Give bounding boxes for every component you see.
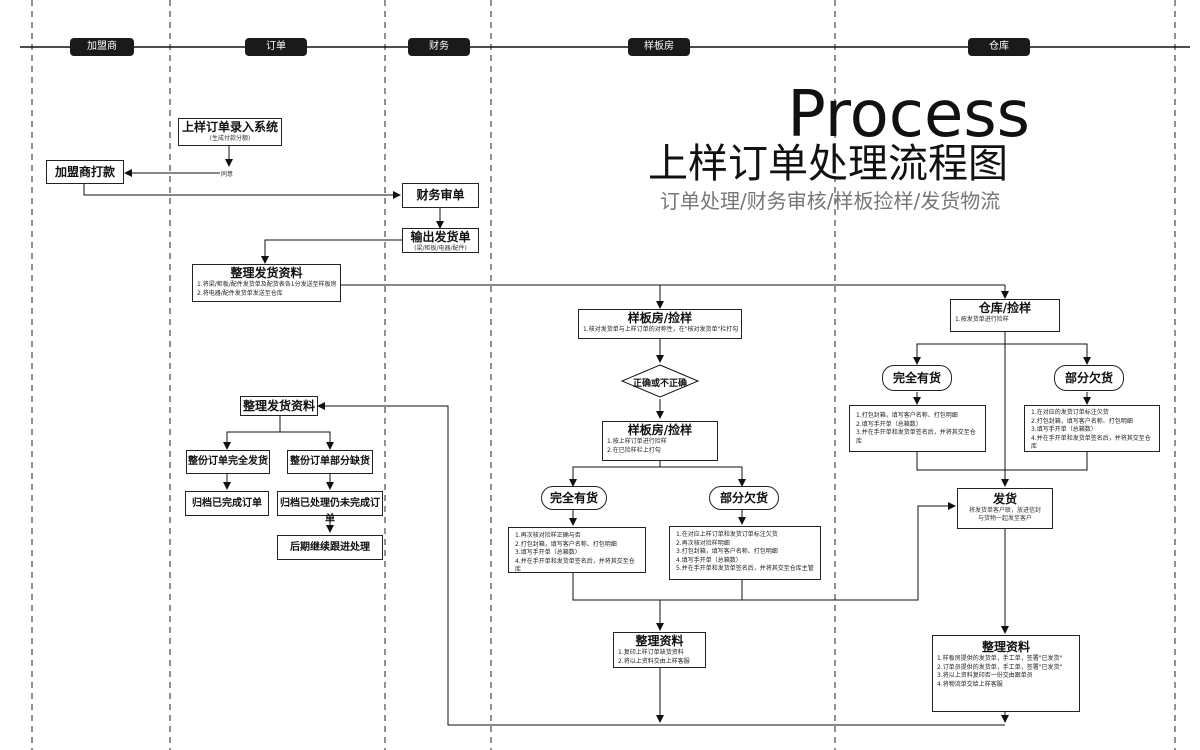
lane-sample-room: 样板房 (628, 38, 690, 56)
node-title: 部分欠货 (1064, 371, 1113, 385)
node-order-organize: 整理发货资料 (240, 396, 318, 416)
note-line: 1.在对应上样订单和发货订单标注欠货 (676, 531, 778, 538)
lane-finance: 财务 (408, 38, 470, 56)
notes-warehouse-full: 1.打包封箱，填写客户名称、打包明细 2.填写手开单（总箱数） 3.并在手开单和… (849, 405, 986, 452)
node-sample-partial: 部分欠货 (709, 486, 779, 510)
node-line: 1.按上样订单进行捡样 (607, 438, 667, 445)
node-order-partial: 整份订单部分缺货 (287, 450, 373, 474)
node-title: 后期继续跟进处理 (290, 542, 370, 553)
node-title: 仓库/捡样 (978, 301, 1032, 315)
node-title: 加盟商打款 (54, 165, 115, 179)
node-output-ship: 输出发货单 (梁/柜板/电器/配件) (402, 228, 479, 253)
note-line: 2.打包封箱，填写客户名称、打包明细 (1031, 417, 1133, 425)
node-sample-full-stock: 完全有货 (541, 486, 607, 510)
lane-dividers (31, 0, 1176, 750)
note-line: 1.在对应的发货订单标注欠货 (1031, 409, 1109, 416)
node-line: 1.样板房提供的发货单，手工单，签署"已发货" (937, 655, 1063, 662)
node-follow-up: 后期继续跟进处理 (277, 535, 383, 560)
note-line: 1.打包封箱，填写客户名称、打包明细 (856, 412, 958, 419)
node-warehouse-organize: 整理资料 1.样板房提供的发货单，手工单，签署"已发货" 2.订单员提供的发货单… (932, 635, 1080, 712)
note-line: 3.打包封箱，填写客户名称、打包明细 (676, 548, 778, 555)
node-title: 整理资料 (981, 640, 1030, 654)
note-line: 2.打包封箱，填写客户名称、打包明细 (515, 540, 617, 548)
note-line: 1.再次核对捡样正确与否 (515, 532, 581, 539)
node-title: 上样订单录入系统 (181, 120, 278, 134)
note-line: 4.并在手开单和发货单签名后，并将其交至仓库 (515, 557, 635, 574)
lane-warehouse: 仓库 (968, 38, 1030, 56)
notes-sample-partial: 1.在对应上样订单和发货订单标注欠货 2.再次核对捡样明细 3.打包封箱，填写客… (669, 526, 821, 580)
node-title: 样板房/捡样 (627, 311, 693, 325)
notes-warehouse-partial: 1.在对应的发货订单标注欠货 2.打包封箱，填写客户名称、打包明细 3.填写手开… (1024, 405, 1160, 452)
node-title: 完全有货 (892, 371, 941, 385)
node-title: 整份订单完全发货 (188, 456, 268, 467)
node-title: 整理发货资料 (230, 266, 303, 280)
note-line: 3.填写手开单（总箱数） (1031, 426, 1097, 433)
node-title: 归档已完成订单 (192, 498, 262, 509)
title-english: Process (787, 78, 1030, 152)
node-title: 整份订单部分缺货 (290, 456, 370, 467)
note-line: 3.填写手开单（总箱数） (515, 549, 581, 556)
note-line: 5.并在手开单和发货单签名后，并将其交至仓库主管 (676, 565, 814, 572)
node-line: 2.将以上资料交由上样客服 (618, 657, 690, 665)
decision-diamond (620, 364, 700, 398)
node-warehouse-partial: 部分欠货 (1054, 365, 1124, 391)
node-sample-pick-2: 样板房/捡样 1.按上样订单进行捡样 2.在已捡样栏上打勾 (602, 421, 718, 461)
node-title: 部分欠货 (719, 491, 768, 505)
node-title: 发货 (992, 492, 1017, 506)
node-organize-docs: 整理发货资料 1.将梁/柜板/配件发货单及配货表各1分发送至样板房 2.将电器/… (192, 264, 341, 302)
node-archive-pending: 归档已处理仍未完成订单 (277, 491, 383, 525)
node-archive-done: 归档已完成订单 (185, 491, 269, 516)
node-finance-review: 财务审单 (402, 183, 479, 208)
node-ship: 发货 将发货单客户联，放进信封 与货物一起发至客户 (957, 488, 1053, 529)
node-title: 样板房/捡样 (627, 423, 693, 437)
node-line: 1.按发货单进行捡样 (955, 316, 1009, 323)
node-sub: (梁/柜板/电器/配件) (414, 245, 467, 252)
decision-label: 正确或不正确 (632, 379, 687, 389)
node-title: 完全有货 (549, 491, 598, 505)
node-warehouse-pick: 仓库/捡样 1.按发货单进行捡样 (950, 299, 1060, 332)
node-sample-pick-1: 样板房/捡样 1.核对发货单与上样订单的对称性，在"核对发货单"栏打勾 (578, 309, 742, 339)
node-line: 2.在已捡样栏上打勾 (607, 446, 661, 454)
node-warehouse-full-stock: 完全有货 (882, 365, 952, 391)
note-line: 2.填写手开单（总箱数） (856, 420, 922, 428)
title-chinese: 上样订单处理流程图 (648, 141, 1008, 187)
node-line: 4.将物流单交给上样客服 (937, 680, 1003, 688)
node-sample-organize: 整理资料 1.复印上样订单缺货资料 2.将以上资料交由上样客服 (613, 632, 706, 668)
node-title: 整理发货资料 (242, 399, 315, 413)
node-line: 1.将梁/柜板/配件发货单及配货表各1分发送至样板房 (197, 281, 337, 288)
label-agree: 同意 (221, 171, 234, 178)
note-line: 4.并在手开单和发货单签名后，并将其交至仓库 (1031, 434, 1151, 451)
node-title: 财务审单 (416, 188, 465, 202)
node-title: 归档已处理仍未完成订单 (280, 498, 380, 525)
node-order-entry: 上样订单录入系统 (生成付款分额) (178, 118, 282, 146)
node-line: 1.核对发货单与上样订单的对称性，在"核对发货单"栏打勾 (583, 326, 739, 333)
node-line: 2.订单员提供的发货单，手工单，签署"已发货" (937, 663, 1063, 671)
node-line: 3.将以上资料复印否一份交由跟单员 (937, 672, 1033, 679)
node-title: 输出发货单 (410, 230, 471, 244)
node-line: 将发货单客户联，放进信封 (968, 507, 1041, 514)
node-line: 与货物一起发至客户 (977, 515, 1032, 522)
note-line: 2.再次核对捡样明细 (676, 539, 730, 547)
lane-franchisee: 加盟商 (70, 38, 134, 56)
node-title: 整理资料 (635, 634, 684, 648)
title-subtitle: 订单处理/财务审核/样板捡样/发货物流 (660, 189, 1001, 213)
note-line: 3.并在手开单和发货单签名后，并将其交至仓库 (856, 429, 976, 445)
node-line: 2.将电器/配件发货单发送至仓库 (197, 289, 283, 297)
notes-sample-full: 1.再次核对捡样正确与否 2.打包封箱，填写客户名称、打包明细 3.填写手开单（… (508, 527, 646, 573)
node-order-full: 整份订单完全发货 (186, 450, 270, 474)
note-line: 4.填写手开单（总箱数） (676, 556, 742, 564)
lane-order: 订单 (245, 38, 307, 56)
node-line: 1.复印上样订单缺货资料 (618, 649, 684, 656)
node-franchise-pay: 加盟商打款 (46, 160, 124, 184)
node-sub: (生成付款分额) (209, 135, 251, 142)
